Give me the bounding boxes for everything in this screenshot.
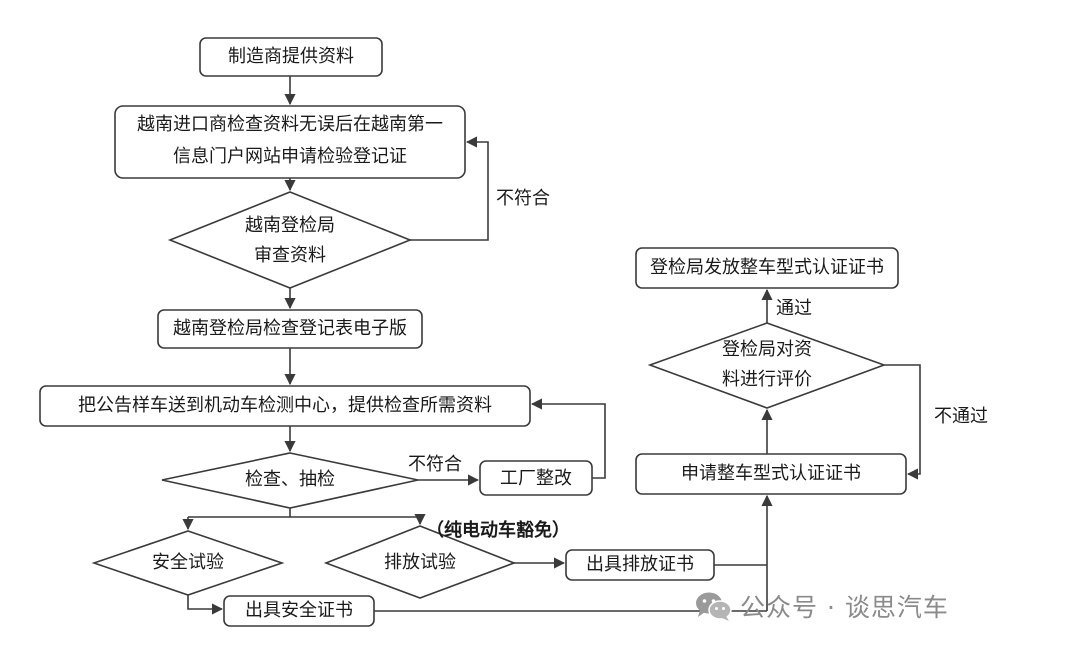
watermark: 公众号 · 谈思汽车 bbox=[694, 588, 949, 624]
wechat-icon bbox=[696, 592, 732, 621]
reject-label-review: 不符合 bbox=[496, 188, 550, 209]
reject-label-inspect: 不符合 bbox=[408, 454, 462, 475]
safety-test-label: 安全试验 bbox=[152, 552, 224, 573]
emission-cert-label: 出具排放证书 bbox=[586, 554, 694, 575]
evaluate-label-line2: 料进行评价 bbox=[722, 369, 812, 390]
importer-apply-label-line2: 信息门户网站申请检验登记证 bbox=[173, 146, 407, 167]
review-label-line2: 审查资料 bbox=[254, 245, 326, 266]
factory-fix-label: 工厂整改 bbox=[500, 468, 572, 489]
manufacturer-label: 制造商提供资料 bbox=[228, 46, 354, 67]
box-send-sample bbox=[39, 385, 531, 427]
review-label-line1: 越南登检局 bbox=[245, 215, 335, 236]
apply-type-cert-label: 申请整车型式认证证书 bbox=[681, 463, 861, 484]
issue-cert-label: 登检局发放整车型式认证证书 bbox=[650, 257, 884, 278]
importer-apply-label-line1: 越南进口商检查资料无误后在越南第一 bbox=[137, 114, 443, 135]
box-apply-type-cert bbox=[635, 453, 907, 495]
diamond-emission bbox=[323, 525, 517, 599]
pass-label: 通过 bbox=[776, 298, 812, 319]
emission-test-label: 排放试验 bbox=[384, 552, 456, 573]
box-manufacturer bbox=[199, 37, 383, 77]
exempt-label: （纯电动车豁免） bbox=[426, 520, 570, 541]
send-sample-label: 把公告样车送到机动车检测中心，提供检查所需资料 bbox=[78, 395, 492, 416]
watermark-text: 公众号 · 谈思汽车 bbox=[740, 593, 949, 622]
fail-label: 不通过 bbox=[934, 406, 988, 427]
box-issue-cert bbox=[635, 247, 899, 289]
diamond-evaluate bbox=[647, 322, 887, 409]
safety-cert-label: 出具安全证书 bbox=[245, 600, 353, 621]
inspect-label: 检查、抽检 bbox=[245, 469, 335, 490]
electronic-form-label: 越南登检局检查登记表电子版 bbox=[173, 318, 407, 339]
evaluate-label-line1: 登检局对资 bbox=[722, 339, 812, 360]
